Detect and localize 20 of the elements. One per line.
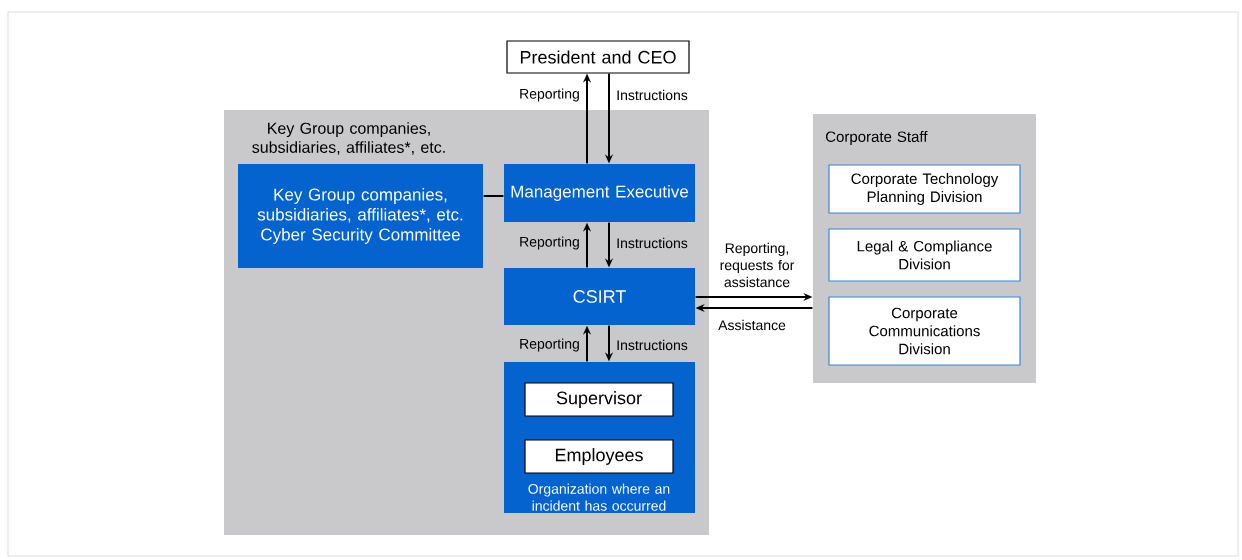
division-box: Corporate Communications Division: [828, 296, 1021, 366]
edge-label: Reporting: [520, 338, 579, 352]
edge-label: Assistance: [718, 319, 786, 331]
edge-label: Reporting, requests for assistance: [720, 242, 795, 288]
edge-label: Instructions: [617, 339, 688, 351]
role-box: Employees: [524, 439, 674, 474]
panel-heading: Organization where an incident has occurred: [528, 483, 670, 511]
unit-box: CSIRT: [504, 268, 695, 325]
panel-heading: Corporate Staff: [826, 131, 928, 145]
division-box: Legal & Compliance Division: [828, 228, 1021, 282]
role-box: Supervisor: [524, 382, 674, 417]
unit-box: Key Group companies, subsidiaries, affiliates*, etc. Cyber Security Committee: [238, 164, 483, 268]
role-box: President and CEO: [506, 40, 690, 74]
edge-label: Instructions: [617, 89, 688, 101]
edge-label: Reporting: [520, 88, 579, 102]
division-box: Corporate Technology Planning Division: [828, 164, 1021, 214]
edge-label: Instructions: [617, 237, 688, 249]
unit-box: Management Executive: [504, 164, 695, 222]
panel-heading: Key Group companies, subsidiaries, affiliates*, etc.: [252, 122, 445, 155]
edge-label: Reporting: [520, 236, 579, 250]
